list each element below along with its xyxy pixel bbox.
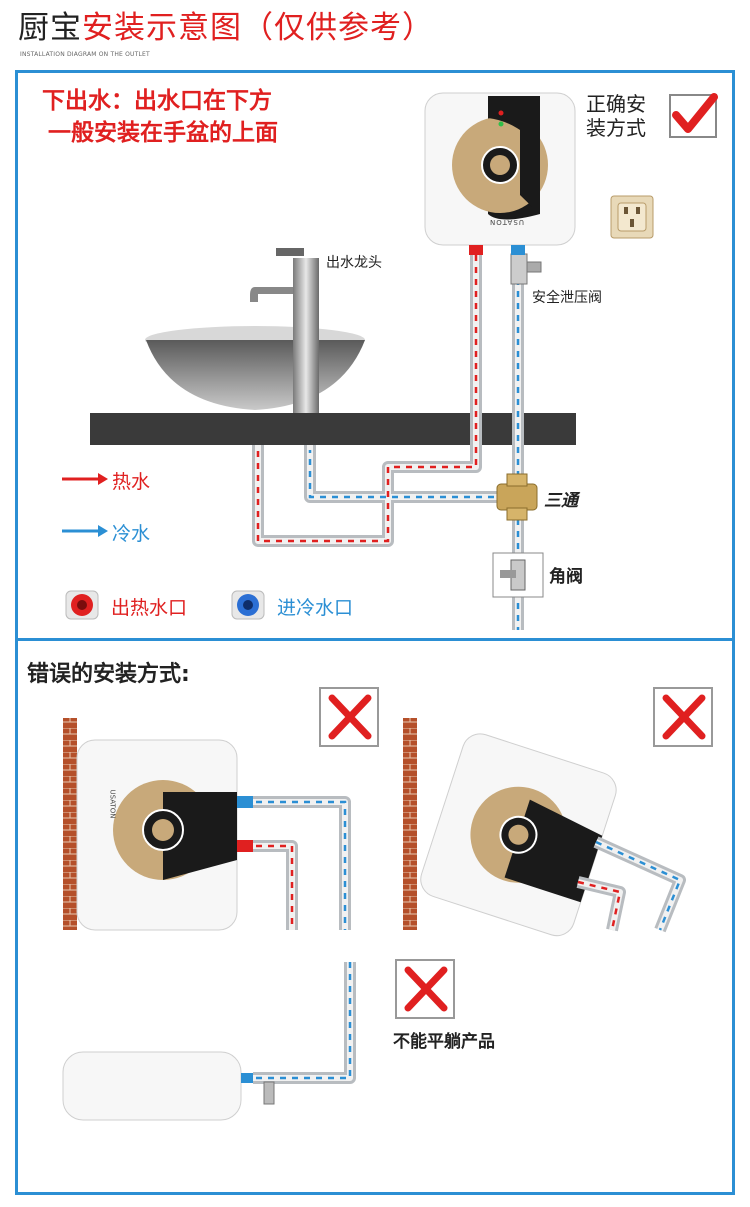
faucet-handle: [276, 248, 304, 256]
legend-cold-label: 冷水: [112, 523, 151, 545]
wrong-heater-brand: USATON: [108, 789, 117, 819]
tee-label: 三通: [544, 491, 578, 511]
correct-heading-line1: 下出水：出水口在下方: [42, 88, 272, 114]
correct-install-label: 正确安装方式: [586, 92, 646, 140]
wrong-heater-tilted: [420, 733, 617, 937]
title-main: 安装示意图（仅供参考）: [82, 10, 434, 46]
hot-arrow-icon: [62, 473, 108, 485]
page-title: 厨宝安装示意图（仅供参考）: [18, 8, 434, 48]
wrong-heading: 错误的安装方式:: [27, 662, 190, 687]
diagram-frame: [15, 70, 735, 1195]
faucet-body: [293, 258, 319, 413]
heater-cold-inlet: [511, 245, 525, 255]
hot-outlet-icon: [65, 590, 99, 620]
tee-fitting: [496, 473, 538, 521]
legend-hot-label: 热水: [112, 471, 151, 493]
angle-valve: [492, 552, 544, 598]
cold-inlet-icon: [231, 590, 265, 620]
wrong-x-icon-2: [653, 687, 713, 747]
flat-install-label: 不能平躺产品: [393, 1032, 495, 1052]
safety-valve: [510, 253, 542, 285]
check-icon: [669, 93, 718, 138]
wrong-install-diagrams: [62, 687, 713, 1121]
angle-valve-label: 角阀: [549, 567, 583, 587]
sink-basin: [146, 340, 365, 410]
countertop: [90, 413, 576, 445]
heater-brand: USATON: [489, 218, 524, 226]
heater-hot-outlet: [469, 245, 483, 255]
wrong-heater-flat: [62, 1051, 242, 1121]
cold-inlet-label: 进冷水口: [277, 597, 354, 619]
section-divider: [15, 638, 735, 641]
cold-arrow-icon: [62, 525, 108, 537]
wrong-x-icon-1: [319, 687, 379, 747]
faucet-label: 出水龙头: [326, 255, 382, 271]
wrong-x-icon-3: [395, 959, 455, 1019]
correct-heading-line2: 一般安装在手盆的上面: [48, 120, 278, 146]
wall-socket-icon: [610, 195, 654, 239]
brick-wall-2: [403, 718, 417, 930]
hot-outlet-label: 出热水口: [111, 597, 188, 619]
faucet-spout: [250, 287, 293, 302]
wrong-heater-sideways: [76, 739, 253, 931]
brick-wall-1: [63, 718, 77, 930]
installation-diagram: [90, 92, 576, 630]
page-subtitle: INSTALLATION DIAGRAM ON THE OUTLET: [20, 51, 150, 58]
safety-valve-label: 安全泄压阀: [532, 290, 602, 306]
title-brand: 厨宝: [18, 10, 82, 46]
